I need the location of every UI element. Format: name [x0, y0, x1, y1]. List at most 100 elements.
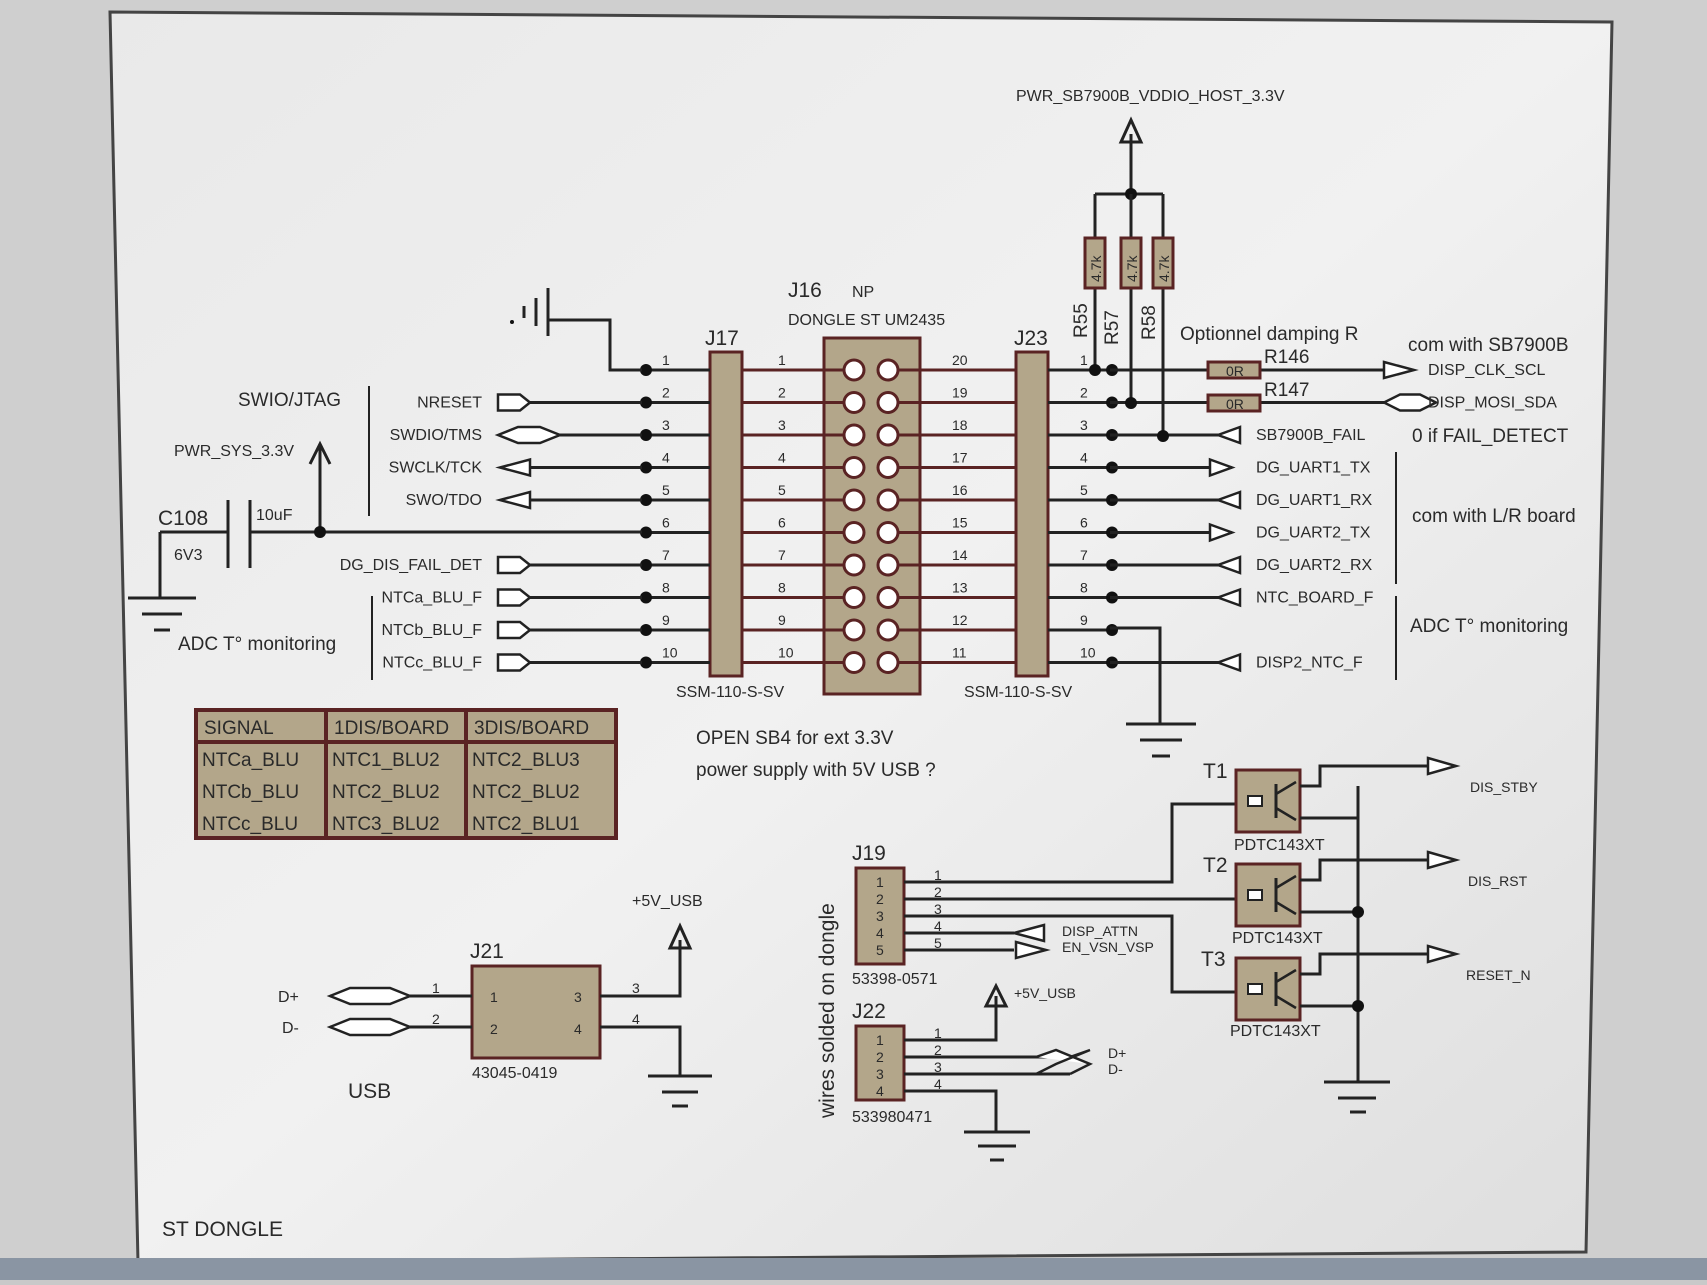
pwr-sys-label: PWR_SYS_3.3V: [174, 443, 294, 460]
r58-ref: R58: [1139, 305, 1160, 340]
c108-value: 10uF: [256, 507, 293, 524]
j19-envsn-port: [1014, 940, 1051, 960]
right-signal-label-7: DISP2_NTC_F: [1256, 655, 1363, 672]
j21-pin-1: 1: [490, 989, 498, 1005]
t2-ref: T2: [1203, 854, 1228, 877]
table-cell-2-1: NTC3_BLU2: [332, 814, 440, 835]
j16-pin-num-right-7: 14: [952, 547, 968, 563]
j16-pin-left-10: [842, 651, 866, 674]
j16-pin-num-right-1: 20: [952, 352, 968, 368]
j17-pin-num-9: 9: [662, 612, 670, 628]
table-cell-0-2: NTC2_BLU3: [472, 750, 580, 771]
j17-pin-num-1: 1: [662, 352, 670, 368]
left-signal-label-3: SWCLK/TCK: [389, 460, 483, 477]
j19-attn-label: DISP_ATTN: [1062, 923, 1138, 939]
damping-note: Optionnel damping R: [1180, 324, 1359, 345]
t1-body: [1234, 768, 1302, 834]
left-signal-label-6: NTCa_BLU_F: [382, 590, 483, 607]
j17-ref: J17: [705, 327, 739, 350]
j16-pin-num-right-3: 18: [952, 417, 968, 433]
right-signal-label-3: DG_UART1_RX: [1256, 492, 1373, 509]
j17-body: [708, 350, 744, 678]
t-junction-2: [1352, 1000, 1364, 1012]
com-lr-note: com with L/R board: [1412, 506, 1576, 527]
j23-pin-num-1: 1: [1080, 352, 1088, 368]
j17-pin-num-5: 5: [662, 482, 670, 498]
j23-ref: J23: [1014, 327, 1048, 350]
j16-pin-left-1: [842, 358, 866, 382]
j16-pin-num-right-2: 19: [952, 385, 968, 401]
j19-attn-port: [1009, 923, 1046, 943]
left-port-2: [494, 425, 564, 445]
j17-pin-num-3: 3: [662, 417, 670, 433]
wires-solded-note: wires solded on dongle: [816, 903, 839, 1119]
t1-ref: T1: [1203, 760, 1228, 783]
j23-pin-num-8: 8: [1080, 580, 1088, 596]
top-right-port-1: [1382, 360, 1419, 380]
j22-5v-wire: [960, 996, 998, 1042]
j21-wire-pin-2: 2: [432, 1011, 440, 1027]
j21-part: 43045-0419: [472, 1065, 558, 1082]
j16-pin-left-8: [842, 586, 866, 609]
table-cell-1-2: NTC2_BLU2: [472, 782, 580, 803]
table-header-2: 3DIS/BOARD: [474, 718, 589, 739]
j21-body: [470, 964, 602, 1060]
j21-pin-2: 2: [490, 1021, 498, 1037]
j17-pin-num-8: 8: [662, 580, 670, 596]
j16-pin-num-left-7: 7: [778, 547, 786, 563]
open-sb4-note-line1: OPEN SB4 for ext 3.3V: [696, 728, 894, 749]
r58-val: 4.7k: [1156, 255, 1172, 282]
j16-pin-num-left-6: 6: [778, 515, 786, 531]
j19-wire-num-5: 5: [934, 935, 942, 951]
left-signal-label-4: SWO/TDO: [406, 492, 482, 509]
left-port-3: [495, 457, 532, 478]
j22-dm-port: [1035, 1048, 1091, 1076]
j19-pin-num-1: 1: [876, 874, 884, 890]
j22-body: [854, 1024, 906, 1102]
left-port-5: [496, 555, 533, 575]
table-cell-2-2: NTC2_BLU1: [472, 814, 580, 835]
table-cell-2-0: NTCc_BLU: [202, 814, 298, 835]
j19-pin-num-4: 4: [876, 925, 884, 941]
j16-pin-right-4: [876, 456, 900, 479]
adc-left-note: ADC T° monitoring: [178, 634, 336, 655]
right-port-1: [1214, 425, 1242, 445]
right-port-6: [1214, 587, 1242, 608]
c108-capacitor: [128, 440, 642, 632]
j19-part: 53398-0571: [852, 971, 938, 988]
j17-pin-num-4: 4: [662, 450, 670, 466]
j17-junction-6: [640, 526, 652, 539]
t2-body: [1234, 862, 1302, 928]
t3-out-port: [1426, 944, 1461, 964]
j17-junction-10: [640, 656, 652, 669]
j17-junction-4: [640, 461, 652, 474]
j21-wire-pin-1: 1: [432, 980, 440, 996]
t2-out-port: [1426, 850, 1461, 870]
j21-pin-4: 4: [574, 1021, 582, 1037]
j16-pin-left-4: [842, 456, 866, 479]
left-port-6: [496, 588, 533, 607]
right-port-7: [1214, 652, 1242, 673]
c108-voltage: 6V3: [174, 547, 203, 564]
j16-pin-right-6: [876, 521, 900, 544]
j16-pin-left-9: [842, 618, 866, 642]
top-right-signal-label-1: DISP_CLK_SCL: [1428, 362, 1545, 379]
j17-pin-num-10: 10: [662, 645, 678, 661]
j22-wire-num-2: 2: [934, 1042, 942, 1058]
r147-body: [1206, 393, 1262, 413]
j22-wire-num-3: 3: [934, 1059, 942, 1075]
r57-val: 4.7k: [1124, 255, 1140, 282]
left-port-7: [496, 620, 533, 640]
dis-rst-label: DIS_RST: [1468, 873, 1528, 889]
j16-pin-left-5: [842, 488, 866, 512]
j17-junction-9: [640, 624, 652, 636]
j22-pin-num-4: 4: [876, 1083, 884, 1099]
j16-pin-num-left-9: 9: [778, 612, 786, 628]
j16-pin-num-right-4: 17: [952, 450, 968, 466]
j23-pin-num-2: 2: [1080, 385, 1088, 401]
j17-pin-num-7: 7: [662, 547, 670, 563]
j22-part: 533980471: [852, 1109, 932, 1126]
j17-junction-1: [640, 364, 652, 376]
